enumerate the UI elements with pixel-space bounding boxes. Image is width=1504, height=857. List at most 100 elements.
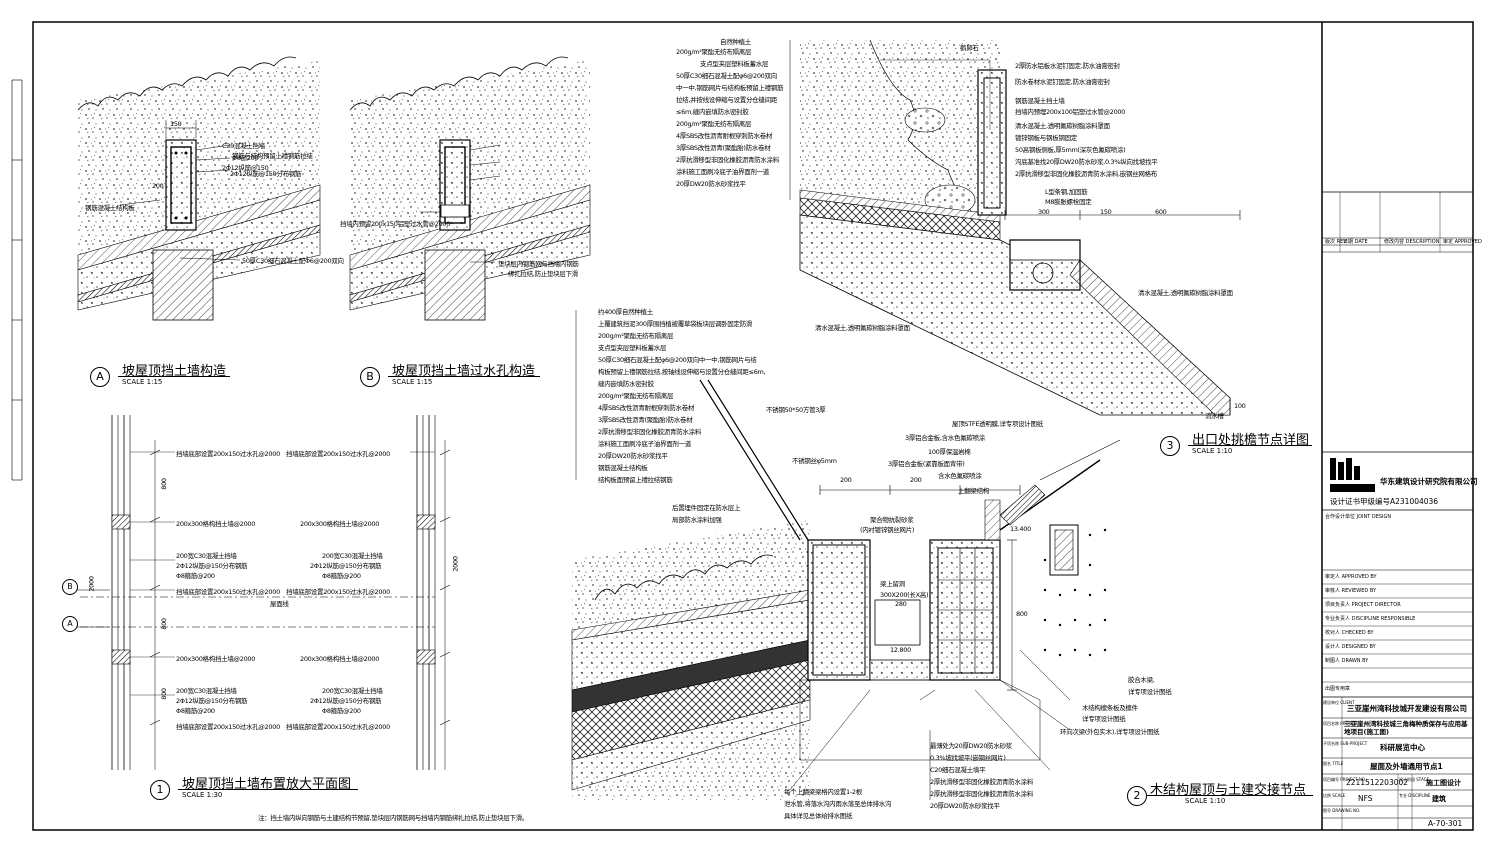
note: 挡墙底部设置200x150过水孔@2000 — [176, 450, 280, 458]
row-label: 项目编号 PROJECT NO. — [1323, 777, 1367, 782]
dim: 2000 — [87, 576, 96, 592]
field-label: 专业负责人 DISCIPLINE RESPONSIBLE — [1325, 616, 1416, 622]
title-underline — [178, 789, 358, 790]
note: 200x300格构挡土墙@2000 — [176, 520, 256, 528]
detail-b-scale: SCALE 1:15 — [392, 378, 433, 386]
note: 钢筋混凝土挡土墙 — [1015, 97, 1065, 105]
detail-marker-3: 3 — [1160, 436, 1180, 456]
note: 后置埋件固定在防水层上 — [672, 504, 741, 512]
field-label: 设计人 DESIGNED BY — [1325, 644, 1376, 650]
note: 50厚C30细石混凝土配φ6@200双向中一中,钢筋网片与结 — [598, 356, 757, 364]
note: 挡墙底部设置200x150过水孔@2000 — [286, 723, 390, 731]
note: 3厚SBS改性沥青(聚酯胎)防水卷材 — [676, 144, 771, 152]
project-number: 2211512203002 — [1346, 778, 1409, 787]
note: Φ8@200 — [232, 154, 259, 162]
plan-title: 坡屋顶挡土墙布置放大平面图 — [182, 777, 352, 792]
plan-scale: SCALE 1:30 — [182, 791, 223, 799]
note: 50厚C30细石混凝土配Φ6@200双向 — [242, 257, 344, 265]
dim: 800 — [1016, 610, 1028, 618]
note: 2Φ12纵筋@150分布钢筋 — [230, 170, 302, 178]
note: 2厚抗滑移型非固化橡胶沥青防水涂料,嵌钢丝网格布 — [1015, 170, 1158, 178]
field-label: 审核人 REVIEWED BY — [1325, 588, 1377, 594]
note: 20厚DW20防水砂浆找平 — [598, 452, 668, 460]
note: 不锈钢丝φ5mm — [792, 457, 837, 465]
drawing-title: 屋面及外墙通用节点1 — [1370, 762, 1443, 771]
detail-a-title: 坡屋顶挡土墙构造 — [122, 364, 227, 379]
note: 绑扎拉结,防止垫块层下滑 — [508, 270, 578, 278]
subproject-name: 科研展览中心 — [1380, 743, 1425, 752]
dim: 150 — [170, 120, 182, 128]
note: 泄水管,将落水沟内雨水落至总体排水沟 — [784, 800, 892, 808]
note: 防水卷材水泥钉固定,防水油膏密封 — [1015, 78, 1110, 86]
title-underline — [388, 376, 540, 377]
row-label: 建设单位 CLIENT — [1323, 700, 1355, 705]
note: M8膨胀螺栓固定 — [1045, 198, 1092, 206]
note: 200g/m²聚酯无纺布隔离层 — [676, 48, 752, 56]
note: (内衬镀锌钢丝网片) — [860, 526, 915, 534]
note: 屋顶STFE透明膜,详专项设计图纸 — [952, 420, 1043, 428]
note: 50高钢板侧板,厚5mm(深灰色氟碳喷涂) — [1015, 146, 1126, 154]
note: 3厚铝合金板(紧靠板面背带) — [888, 460, 965, 468]
detail-marker-1: 1 — [150, 780, 170, 800]
note: C20细石混凝土填平 — [930, 766, 986, 774]
note: 挡墙底部设置200x150过水孔@2000 — [176, 588, 280, 596]
company-name: 华东建筑设计研究院有限公司 — [1380, 477, 1478, 486]
field-label: 制图人 DRAWN BY — [1325, 658, 1369, 664]
note: 清水混凝土,透明氟碳树脂涂料罩面 — [1015, 122, 1110, 130]
note: 缝内嵌填防水密封胶 — [598, 380, 654, 388]
dim: 200 — [840, 476, 852, 484]
note: 清水混凝土,透明氟碳树脂涂料罩面 — [815, 324, 910, 332]
note: 环向次梁(外包实木),详专项设计图纸 — [1060, 728, 1160, 736]
note: 不锈钢50*50方管3厚 — [766, 406, 826, 414]
note: 支点型夹层塑料板蓄水层 — [700, 60, 769, 68]
note: 2Φ12纵筋@150 — [222, 164, 269, 172]
note: 含水色氟碳喷涂 — [938, 472, 982, 480]
note: 梁上留洞 — [880, 580, 905, 588]
row-label: 比例 SCALE — [1323, 793, 1346, 798]
note: 鹅卵石 — [960, 44, 979, 52]
dim: 12.800 — [890, 646, 911, 654]
note: 涂料施工面刷冷底子油界面剂一道 — [676, 168, 770, 176]
note: 200x300格构挡土墙@2000 — [300, 655, 380, 663]
row-label: 图号 DRAWING NO. — [1323, 808, 1361, 813]
field-label: 项目负责人 PROJECT DIRECTOR — [1325, 602, 1401, 608]
plan-footnote: 注：挡土墙内纵向钢筋与土建结构节预留,垫块层内钢筋网与挡墙内钢筋绑扎拉结,防止垫… — [258, 814, 529, 822]
note: 中一中,钢筋网片与结构板预留上禮钢筋 — [676, 84, 784, 92]
note: 上翻梁结构 — [958, 487, 990, 495]
note: 详专项设计图纸 — [1128, 688, 1172, 696]
note: 0.3%坡找坡平(嵌钢丝网片) — [930, 754, 1006, 762]
note: 2厚抗滑移型非固化橡胶沥青防水涂料 — [930, 778, 1034, 786]
detail-marker-2: 2 — [1127, 786, 1147, 806]
note: 最薄处为20厚DW20防水砂浆 — [930, 742, 1012, 750]
note: 3厚SBS改性沥青(聚酯胎)防水卷材 — [598, 416, 693, 424]
note: 涂料施工面刷冷底子油界面剂一道 — [598, 440, 692, 448]
note: 200g/m²聚酯无纺布隔离层 — [598, 332, 674, 340]
row-label: 子项名称 SUB-PROJECT — [1323, 741, 1368, 746]
note: 2厚防水铝板水泥钉固定,防水油膏密封 — [1015, 62, 1120, 70]
dim: 280 — [895, 600, 907, 608]
note: 2厚抗滑移型非固化橡胶沥青防水涂料 — [930, 790, 1034, 798]
note: L型条钢,加固筋 — [1045, 188, 1088, 196]
note: 2厚抗滑移型非固化橡胶沥青防水涂料 — [598, 428, 702, 436]
note: 拉结,并按线设伸缩与设置分仓缝间距 — [676, 96, 777, 104]
note: 200宽C30混凝土挡墙 — [176, 687, 237, 695]
dim: 600 — [1155, 208, 1167, 216]
detail-marker-a: A — [90, 367, 110, 387]
note: 2Φ12纵筋@150分布钢筋 — [176, 697, 248, 705]
row-label: 设计阶段 STAGE — [1399, 777, 1430, 782]
note: Φ8箍筋@200 — [322, 707, 361, 715]
rev-header: 审定 APPROVED — [1443, 239, 1482, 245]
detail-a-section — [77, 56, 321, 321]
title-underline — [118, 376, 230, 377]
note: 详专项设计图纸 — [1082, 715, 1126, 723]
detail-2-title: 木结构屋顶与土建交接节点 — [1150, 783, 1307, 798]
dim: 2000 — [451, 556, 460, 572]
note: Φ8箍筋@200 — [176, 572, 215, 580]
note: 清水混凝土,透明氟碳树脂涂料罩面 — [1138, 289, 1233, 297]
dim: 100 — [1234, 402, 1246, 410]
note: 200宽C30混凝土挡墙 — [176, 552, 237, 560]
note: 流水槽 — [1205, 412, 1224, 420]
detail-b-title: 坡屋顶挡土墙过水孔构造 — [392, 364, 536, 379]
detail-b-section — [349, 56, 591, 321]
dim: 200 — [152, 182, 164, 190]
